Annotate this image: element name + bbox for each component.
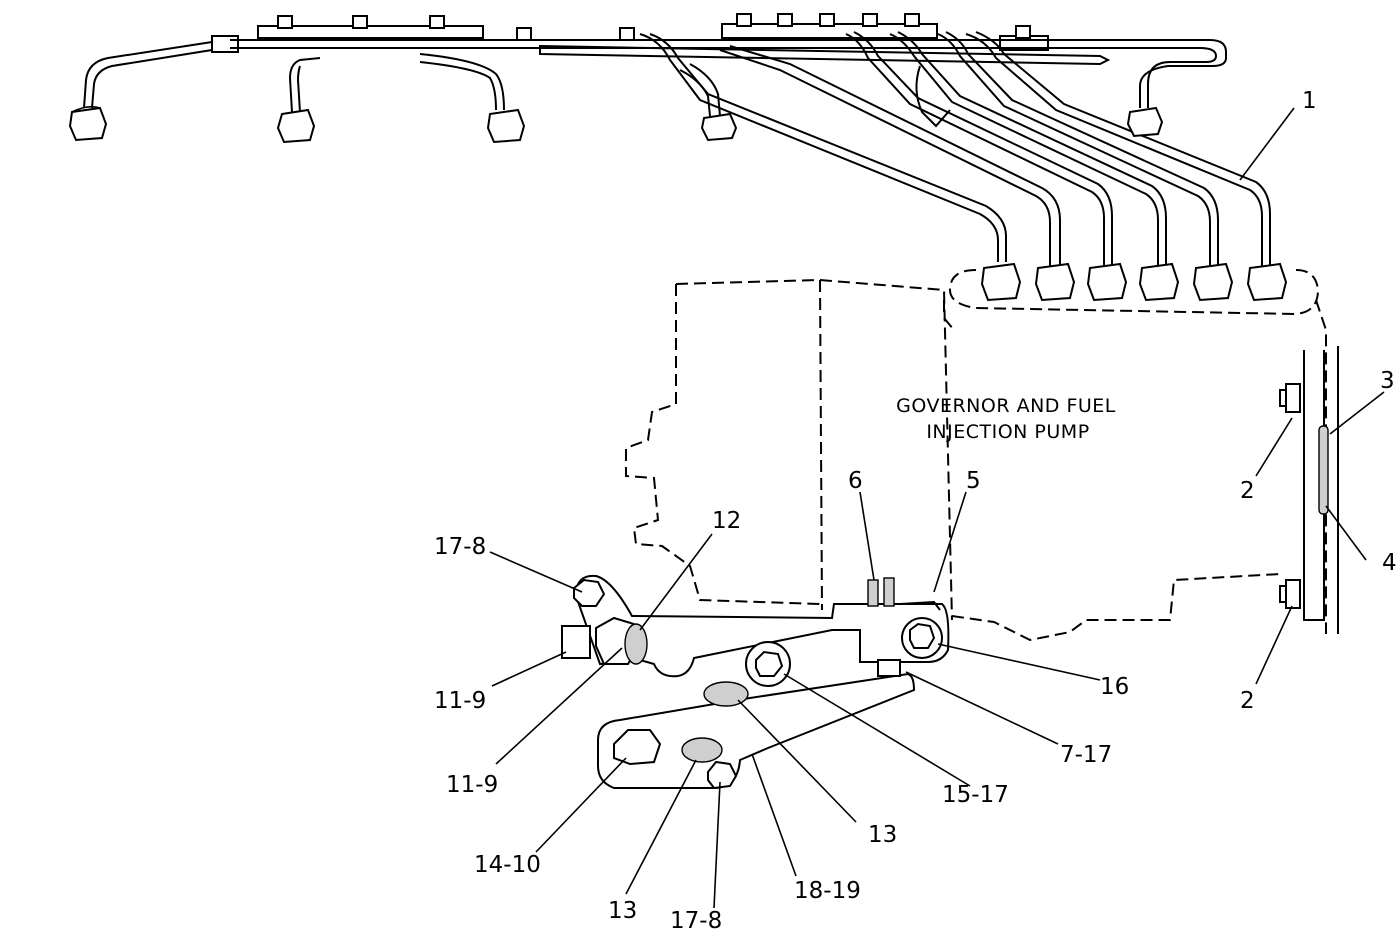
callout-2-upper: 2 — [1240, 478, 1255, 504]
side-cover — [1279, 346, 1339, 634]
callout-3: 3 — [1380, 368, 1395, 394]
pump-phantom-outline — [625, 269, 1327, 642]
washer-upper — [703, 681, 749, 707]
callout-18-19: 18-19 — [794, 878, 861, 904]
callout-12: 12 — [712, 508, 741, 534]
callout-1: 1 — [1302, 88, 1317, 114]
callout-7-17: 7-17 — [1060, 742, 1112, 768]
callout-labels: 1 2 2 3 4 5 6 12 17-8 11-9 11-9 16 7-17 … — [434, 88, 1397, 934]
bolt-upper — [1285, 383, 1301, 413]
callout-11-9-inner: 11-9 — [446, 772, 498, 798]
fuel-line-rail — [83, 13, 1271, 266]
injector-nuts — [68, 105, 1288, 302]
clamp-bolts — [277, 13, 1031, 41]
washer-lower — [681, 737, 723, 763]
callout-6: 6 — [848, 468, 863, 494]
callout-11-9-outer: 11-9 — [434, 688, 486, 714]
callout-16: 16 — [1100, 674, 1129, 700]
bolt-lower — [1285, 579, 1301, 609]
caption-line-2: INJECTION PUMP — [926, 421, 1089, 443]
component-caption: GOVERNOR AND FUEL INJECTION PUMP — [896, 395, 1116, 443]
leader-lines — [489, 107, 1385, 909]
callout-13-lower: 13 — [608, 898, 637, 924]
callout-17-8-upper: 17-8 — [434, 534, 486, 560]
callout-4: 4 — [1382, 550, 1397, 576]
caption-line-1: GOVERNOR AND FUEL — [896, 395, 1116, 417]
callout-14-10: 14-10 — [474, 852, 541, 878]
governor-bracket-assembly — [561, 574, 950, 790]
callout-5: 5 — [966, 468, 981, 494]
callout-17-8-lower: 17-8 — [670, 908, 722, 934]
pin-12 — [624, 623, 648, 665]
left-bolt-head — [561, 625, 591, 659]
callout-2-lower: 2 — [1240, 688, 1255, 714]
callout-15-17: 15-17 — [942, 782, 1009, 808]
callout-13-upper: 13 — [868, 822, 897, 848]
hex-17-8-top — [573, 578, 606, 607]
gasket — [1318, 425, 1329, 515]
